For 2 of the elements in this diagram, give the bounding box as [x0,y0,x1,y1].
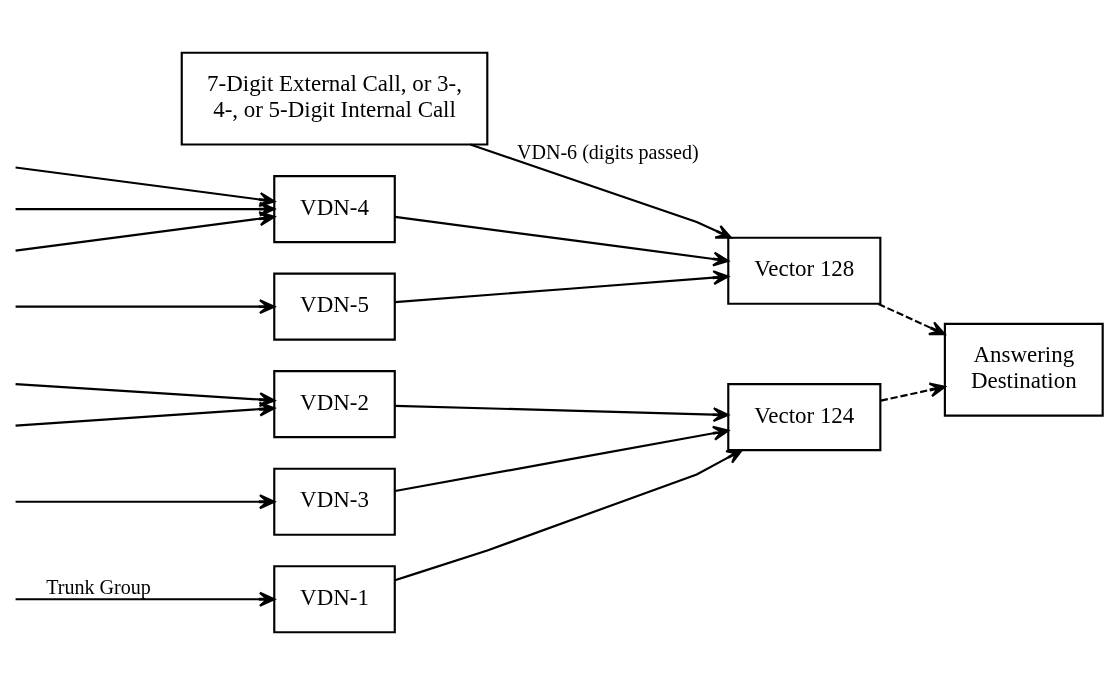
edge-label: VDN-6 (digits passed) [516,140,699,163]
edge-label: Trunk Group [46,575,151,598]
